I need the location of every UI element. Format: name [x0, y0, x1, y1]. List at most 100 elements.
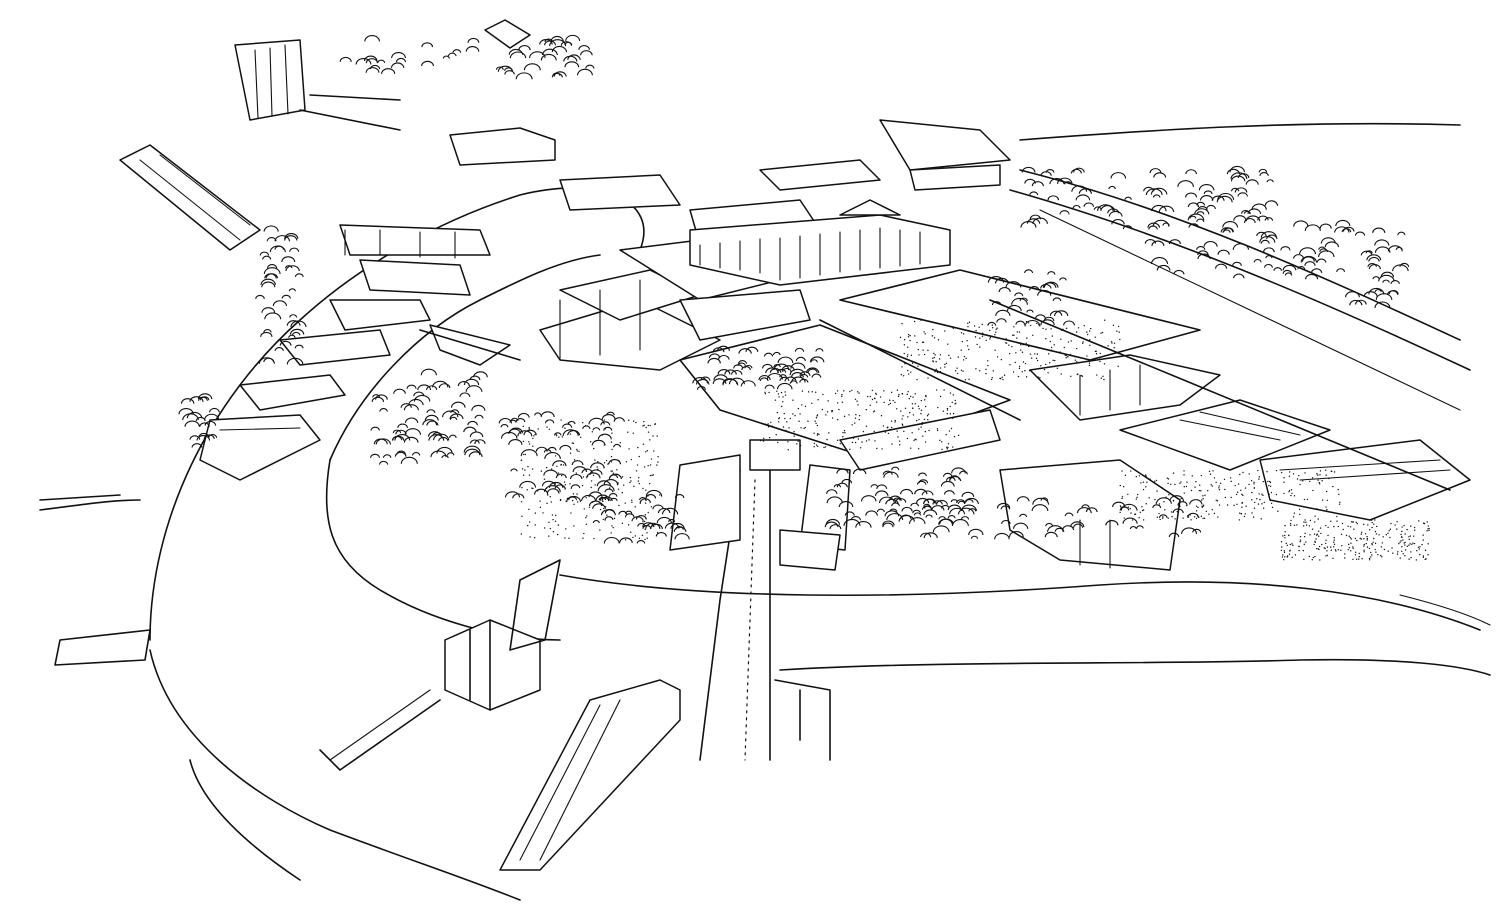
stipple-dot [1347, 525, 1349, 527]
stipple-dot [1325, 474, 1327, 476]
stipple-dot [635, 421, 637, 424]
stipple-dot [546, 502, 548, 505]
stipple-dot [555, 434, 558, 437]
tree-scribble [613, 417, 625, 422]
stipple-dot [1158, 503, 1161, 505]
stipple-dot [1162, 516, 1164, 518]
stipple-dot [1280, 541, 1283, 543]
stipple-dot [1382, 536, 1384, 538]
tree-scribble [656, 516, 672, 524]
stipple-dot [526, 489, 528, 491]
stipple-dot [1355, 558, 1358, 560]
tree-scribble [1223, 227, 1234, 232]
stipple-dot [843, 415, 846, 418]
stipple-dot [1408, 536, 1410, 538]
tree-scribble [394, 451, 407, 457]
stipple-dot [1060, 329, 1063, 331]
stipple-dot [1330, 549, 1332, 551]
tree-scribble [562, 429, 579, 436]
stipple-dot [1065, 327, 1068, 330]
stipple-dot [989, 336, 992, 339]
stipple-dot [1370, 556, 1372, 558]
stipple-dot [632, 432, 634, 434]
stipple-dot [816, 415, 818, 417]
stipple-dot [798, 420, 800, 422]
stipple-dot [855, 413, 857, 416]
stipple-dot [1404, 549, 1407, 551]
stipple-dot [1347, 543, 1350, 546]
stipple-dot [942, 410, 945, 412]
tree-scribble [825, 518, 841, 525]
stipple-dot [945, 362, 948, 365]
tree-scribble [391, 51, 406, 59]
tree-scribble [515, 72, 533, 80]
stipple-dot [933, 337, 936, 339]
tree-scribble [1222, 229, 1231, 233]
tree-scribble [1263, 247, 1275, 253]
stipple-dot [951, 326, 953, 328]
tree-scribble [947, 515, 956, 519]
stipple-dot [1200, 474, 1202, 477]
stipple-dot [593, 537, 595, 540]
stipple-dot [522, 440, 525, 443]
stipple-dot [1396, 528, 1398, 530]
stipple-dot [856, 400, 858, 402]
stipple-dot [899, 444, 901, 446]
stipple-dot [939, 370, 942, 373]
stipple-dot [1389, 528, 1392, 530]
tree-scribble [375, 438, 391, 445]
tree-scribble [918, 472, 927, 477]
tree-scribble [1169, 495, 1184, 502]
tree-scribble [442, 55, 450, 59]
stipple-dot [815, 391, 817, 394]
stipple-dot [1036, 359, 1039, 362]
tree-scribble [777, 356, 794, 364]
stipple-dot [1070, 340, 1072, 342]
tree-scribble [673, 526, 687, 532]
stipple-dot [569, 483, 571, 485]
stipple-dot [1336, 520, 1338, 522]
stipple-dot [1409, 535, 1412, 537]
tree-scribble [724, 369, 737, 375]
stipple-dot [1116, 330, 1118, 332]
ground-stipple [520, 319, 1430, 561]
stipple-dot [606, 514, 608, 516]
stipple-dot [1339, 501, 1341, 504]
stipple-dot [1099, 360, 1101, 363]
stipple-dot [1171, 515, 1173, 518]
stipple-dot [952, 412, 955, 415]
tree-scribble [1188, 223, 1200, 228]
stipple-dot [1422, 555, 1425, 557]
stipple-dot [1050, 328, 1052, 330]
tree-scribble [879, 496, 895, 504]
tree-scribble [1147, 222, 1161, 228]
stipple-dot [1355, 521, 1357, 524]
stipple-dot [1288, 491, 1290, 493]
tree-scribble [1240, 209, 1251, 214]
stipple-dot [1344, 553, 1346, 555]
stipple-dot [921, 341, 924, 344]
stipple-dot [552, 518, 554, 521]
stipple-dot [1308, 555, 1311, 558]
stipple-dot [1025, 342, 1027, 345]
tree-scribble [196, 434, 211, 441]
tree-scribble [519, 480, 537, 488]
tree-scribble [510, 417, 519, 422]
stipple-dot [1134, 513, 1137, 515]
tree-scribble [408, 398, 424, 406]
stipple-dot [534, 433, 536, 436]
stipple-dot [528, 443, 531, 445]
stipple-dot [903, 344, 906, 346]
stipple-dot [962, 359, 965, 361]
tree-scribble [717, 345, 730, 352]
stipple-dot [1252, 516, 1255, 518]
tree-scribble [642, 525, 652, 529]
stipple-dot [1236, 491, 1239, 493]
stipple-dot [763, 437, 765, 440]
tree-scribble [566, 495, 582, 502]
stipple-dot [585, 497, 587, 499]
stipple-dot [1371, 544, 1373, 546]
stipple-dot [1155, 502, 1157, 504]
stipple-dot [581, 484, 584, 487]
tree-scribble [459, 392, 471, 397]
